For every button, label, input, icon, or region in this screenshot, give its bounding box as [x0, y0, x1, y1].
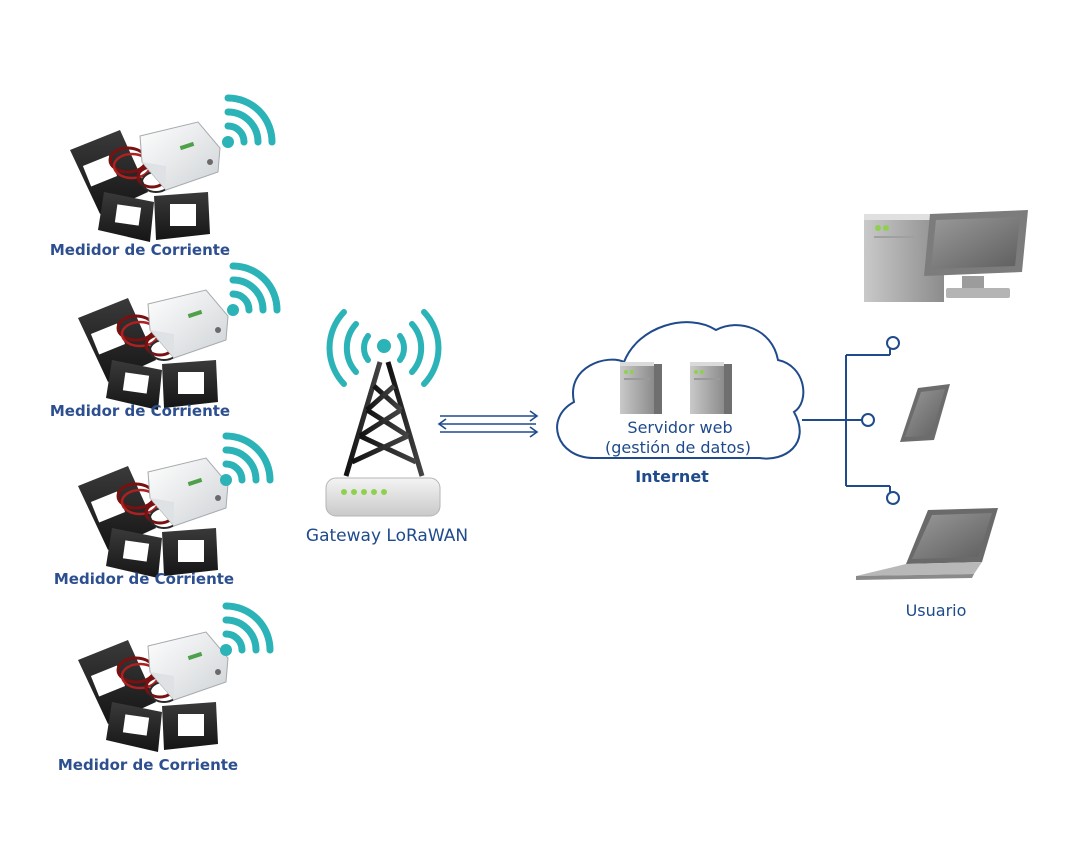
gateway-label: Gateway LoRaWAN — [306, 526, 468, 546]
server-label-line2: (gestión de datos) — [605, 438, 751, 457]
cloud-icon — [556, 321, 805, 460]
meter-label: Medidor de Corriente — [58, 756, 238, 774]
internet-label: Internet — [635, 467, 709, 486]
current-meter-icon — [76, 456, 230, 580]
wireless-signal-icon — [220, 606, 270, 656]
meter-label: Medidor de Corriente — [50, 402, 230, 420]
gateway-box-icon — [325, 477, 441, 517]
meter-4: Medidor de Corriente — [58, 606, 270, 774]
meter-3: Medidor de Corriente — [54, 436, 270, 588]
desktop-computer-icon — [864, 210, 1028, 302]
current-meter-icon — [68, 120, 222, 244]
user-label: Usuario — [906, 601, 967, 620]
laptop-icon — [856, 508, 998, 580]
wireless-signal-icon — [220, 436, 270, 486]
bidirectional-arrows — [437, 410, 539, 438]
meter-label: Medidor de Corriente — [54, 570, 234, 588]
wireless-signal-icon — [227, 266, 277, 316]
user-connector — [802, 336, 900, 505]
server-label-line1: Servidor web — [627, 418, 732, 437]
gateway: Gateway LoRaWAN — [306, 309, 468, 546]
broadcast-signal-icon — [326, 309, 442, 387]
meter-label: Medidor de Corriente — [50, 241, 230, 259]
meter-2: Medidor de Corriente — [50, 266, 277, 420]
internet-cloud: Servidor web (gestión de datos) Internet — [556, 321, 805, 486]
current-meter-icon — [76, 288, 230, 412]
wireless-signal-icon — [222, 98, 272, 148]
meter-1: Medidor de Corriente — [50, 98, 272, 259]
current-meter-icon — [76, 630, 230, 754]
tablet-icon — [900, 384, 950, 442]
antenna-tower-icon — [343, 361, 425, 477]
